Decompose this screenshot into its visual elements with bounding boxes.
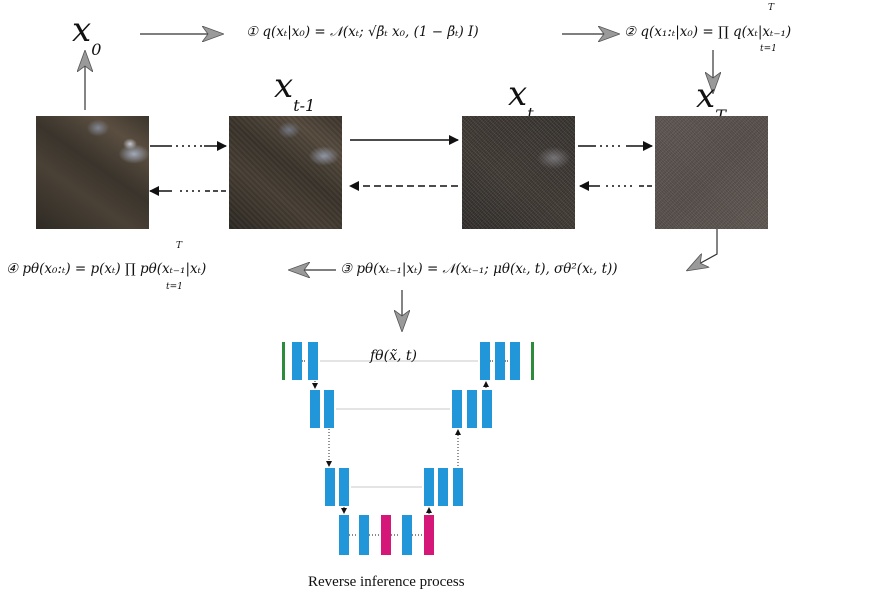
label-xt-1: xt-1 — [274, 66, 315, 115]
image-xt-1 — [229, 116, 342, 229]
unet-block — [424, 468, 434, 506]
formula-reverse-prod-bottom: t=1 — [166, 282, 183, 292]
label-xT: xT — [696, 76, 726, 125]
unet-diagram — [282, 342, 534, 555]
label-x0-sub: 0 — [91, 40, 102, 59]
unet-input-bar — [282, 342, 285, 380]
unet-block — [308, 342, 318, 380]
formula-reverse-step: ③ pθ(xₜ₋₁|xₜ) = 𝒩(xₜ₋₁; μθ(xₜ, t), σθ²(x… — [340, 261, 618, 277]
unet-block — [310, 390, 320, 428]
label-xt-1-sub: t-1 — [293, 96, 316, 115]
formula-forward-joint-text: ② q(x₁:ₜ|x₀) = ∏ q(xₜ|xₜ₋₁) — [624, 24, 792, 40]
formula-forward-joint: ② q(x₁:ₜ|x₀) = ∏ q(xₜ|xₜ₋₁) — [624, 24, 791, 40]
unet-block — [453, 468, 463, 506]
unet-block — [402, 515, 412, 555]
unet-block — [467, 390, 477, 428]
image-xT — [655, 116, 768, 229]
label-xt-sub: t — [527, 104, 534, 123]
unet-bottleneck-block — [424, 515, 434, 555]
unet-block — [482, 390, 492, 428]
label-x0: x0 — [72, 10, 101, 59]
unet-block — [452, 390, 462, 428]
formula-forward-marginal: ① q(xₜ|x₀) = 𝒩(xₜ; √β̄ₜ x₀, (1 − β̄ₜ) I) — [246, 24, 479, 40]
formula-forward-prod-top: T — [768, 3, 775, 13]
label-xT-sub: T — [715, 106, 726, 125]
unet-block — [339, 515, 349, 555]
formula-forward-prod-bottom: t=1 — [760, 44, 777, 54]
unet-block — [292, 342, 302, 380]
image-x0 — [36, 116, 149, 229]
caption: Reverse inference process — [308, 574, 465, 590]
unet-block — [339, 468, 349, 506]
unet-block — [438, 468, 448, 506]
formula-reverse-prod-top: T — [176, 241, 183, 251]
unet-block — [359, 515, 369, 555]
label-xt-1-base: x — [274, 66, 294, 106]
unet-block — [480, 342, 490, 380]
unet-output-bar — [531, 342, 534, 380]
formula-reverse-joint: ④ pθ(x₀:ₜ) = p(xₜ) ∏ pθ(xₜ₋₁|xₜ) — [6, 261, 207, 277]
unet-bottleneck-block — [381, 515, 391, 555]
unet-block — [495, 342, 505, 380]
label-xt-base: x — [508, 74, 528, 114]
label-xT-base: x — [696, 76, 716, 116]
unet-block — [325, 468, 335, 506]
unet-function-label: fθ(x̃, t) — [370, 348, 417, 364]
label-xt: xt — [508, 74, 534, 123]
unet-block — [510, 342, 520, 380]
label-x0-base: x — [72, 10, 92, 50]
image-xt — [462, 116, 575, 229]
unet-block — [324, 390, 334, 428]
arrow-xT-to-formula3 — [688, 228, 718, 270]
